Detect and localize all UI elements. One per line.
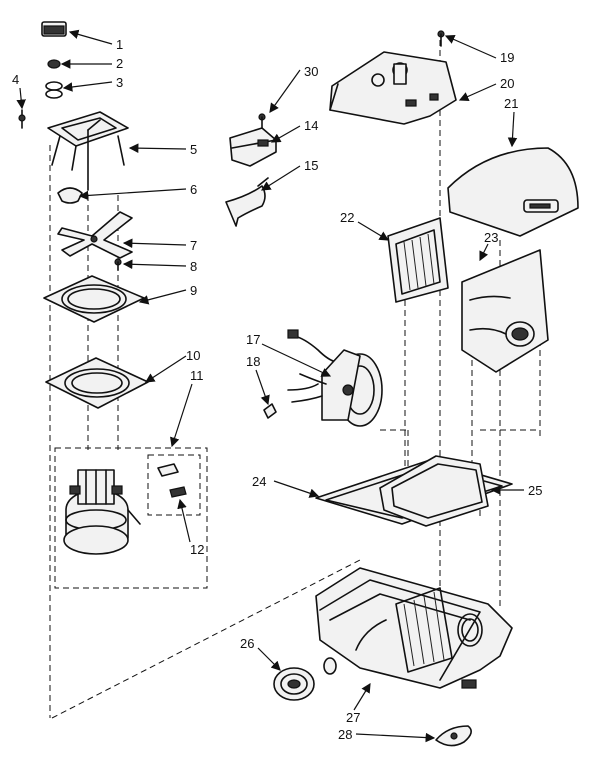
callout-23: 23	[484, 230, 498, 245]
part-23-dust-bag	[461, 249, 549, 373]
part-30-screw	[258, 113, 266, 129]
callout-2: 2	[116, 56, 123, 71]
callout-3: 3	[116, 75, 123, 90]
part-22-filter-grille	[387, 217, 449, 303]
callout-22: 22	[340, 210, 354, 225]
callout-11: 11	[190, 368, 204, 383]
part-2-nut	[47, 59, 61, 69]
part-17-cord-reel	[287, 329, 383, 427]
part-18-plug	[263, 403, 277, 419]
callout-7: 7	[190, 238, 197, 253]
part-26-wheel	[273, 667, 315, 701]
callout-15: 15	[304, 158, 318, 173]
callout-9: 9	[190, 283, 197, 298]
part-25-filter-frame	[379, 455, 489, 527]
part-8-screw	[114, 258, 122, 271]
callout-21: 21	[504, 96, 518, 111]
callout-12: 12	[190, 542, 204, 557]
motor	[63, 469, 141, 555]
part-20-top-cover	[329, 51, 457, 125]
callout-5: 5	[190, 142, 197, 157]
callout-28: 28	[338, 727, 352, 742]
part-12-brushes	[157, 463, 187, 498]
callout-1: 1	[116, 37, 123, 52]
part-3-washer	[45, 81, 63, 99]
part-21-lid	[447, 147, 579, 237]
callout-18: 18	[246, 354, 260, 369]
callout-25: 25	[528, 483, 542, 498]
part-5-motor-mount	[47, 111, 129, 191]
part-11-motor-assembly-box	[54, 447, 208, 589]
callout-8: 8	[190, 259, 197, 274]
part-1-switch-cap	[41, 21, 67, 37]
part-27-canister-body	[315, 567, 513, 689]
callout-20: 20	[500, 76, 514, 91]
part-28-caster	[435, 725, 472, 747]
part-19-screw	[437, 30, 445, 47]
callout-17: 17	[246, 332, 260, 347]
callout-14: 14	[304, 118, 318, 133]
part-15-latch-spring	[225, 177, 269, 227]
callout-26: 26	[240, 636, 254, 651]
part-6-coupling	[57, 187, 83, 204]
callout-10: 10	[186, 348, 200, 363]
callout-24: 24	[252, 474, 266, 489]
callout-4: 4	[12, 72, 19, 87]
part-10-gasket-plate	[45, 357, 149, 409]
callout-6: 6	[190, 182, 197, 197]
part-9-gasket-plate	[43, 275, 145, 323]
part-14-latch-cover	[229, 127, 277, 167]
callout-19: 19	[500, 50, 514, 65]
callout-leaders	[16, 29, 524, 743]
callout-27: 27	[346, 710, 360, 725]
callout-30: 30	[304, 64, 318, 79]
part-4-screw	[18, 109, 26, 129]
callout-labels: 1 2 3 4 5 6 7 8 9 10 11 12 14 15 17 18 1…	[12, 37, 542, 742]
part-7-fan-blade	[57, 211, 133, 259]
